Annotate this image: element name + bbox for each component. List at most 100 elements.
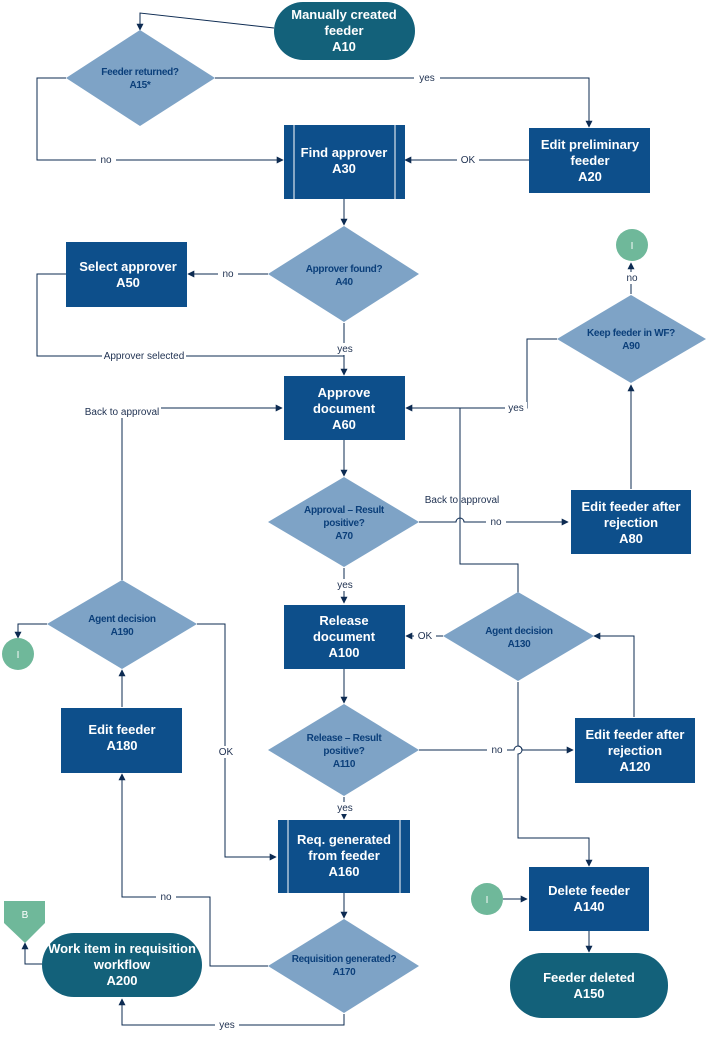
node-a200[interactable]: Work item in requisition workflow A200 — [42, 933, 202, 997]
svg-text:A110: A110 — [333, 759, 356, 770]
nodes: Manually created feeder A10 Feeder retur… — [2, 2, 706, 1018]
svg-text:workflow: workflow — [93, 957, 151, 972]
svg-text:Edit feeder after: Edit feeder after — [582, 499, 681, 514]
svg-text:I: I — [631, 241, 634, 252]
svg-text:B: B — [22, 910, 29, 921]
node-a20[interactable]: Edit preliminary feeder A20 — [529, 128, 650, 193]
svg-text:A160: A160 — [328, 864, 359, 879]
svg-text:A90: A90 — [622, 341, 640, 352]
edge-a120-a130 — [593, 632, 635, 717]
node-a80[interactable]: Edit feeder after rejection A80 — [571, 490, 691, 554]
svg-text:Delete feeder: Delete feeder — [548, 883, 630, 898]
svg-text:Req. generated: Req. generated — [297, 832, 391, 847]
node-a170[interactable]: Requisition generated? A170 — [268, 919, 419, 1013]
node-a100[interactable]: Release document A100 — [284, 605, 405, 669]
node-a70[interactable]: Approval – Result positive? A70 — [268, 477, 419, 567]
svg-text:A170: A170 — [333, 967, 356, 978]
label-back-to-approval-left: Back to approval — [85, 407, 160, 418]
edge-a170-no — [118, 773, 268, 967]
edge-a190-i — [14, 623, 47, 639]
svg-text:Approval – Result: Approval – Result — [304, 505, 385, 516]
node-a130[interactable]: Agent decision A130 — [443, 592, 594, 681]
svg-text:A80: A80 — [619, 531, 643, 546]
node-a40[interactable]: Approver found? A40 — [268, 226, 419, 322]
svg-text:feeder: feeder — [570, 153, 609, 168]
svg-text:A40: A40 — [335, 277, 353, 288]
edge-a50-selected — [36, 273, 344, 357]
edge-a10-a15 — [136, 12, 275, 31]
node-a15[interactable]: Feeder returned? A15* — [66, 30, 215, 126]
node-a110[interactable]: Release – Result positive? A110 — [268, 704, 419, 796]
svg-text:Find approver: Find approver — [301, 145, 388, 160]
svg-text:Select approver: Select approver — [79, 259, 177, 274]
label-a110-no: no — [491, 745, 503, 756]
node-a160[interactable]: Req. generated from feeder A160 — [278, 820, 410, 893]
svg-text:A200: A200 — [106, 973, 137, 988]
offpage-connector-b[interactable]: B — [4, 901, 45, 943]
label-a170-yes: yes — [219, 1020, 235, 1031]
svg-text:Release: Release — [319, 613, 368, 628]
edge-a15-yes — [215, 77, 593, 128]
svg-text:Agent decision: Agent decision — [88, 614, 156, 625]
label-a130-ok: OK — [418, 631, 433, 642]
connector-i-top[interactable]: I — [616, 229, 648, 261]
connector-i-bottom[interactable]: I — [471, 883, 503, 915]
svg-text:A10: A10 — [332, 39, 356, 54]
label-a40-yes: yes — [337, 344, 353, 355]
node-a150[interactable]: Feeder deleted A150 — [510, 953, 668, 1018]
node-a120[interactable]: Edit feeder after rejection A120 — [575, 718, 695, 783]
svg-text:A180: A180 — [106, 738, 137, 753]
label-a20-ok: OK — [461, 155, 476, 166]
svg-text:A30: A30 — [332, 161, 356, 176]
connector-i-left[interactable]: I — [2, 638, 34, 670]
svg-text:rejection: rejection — [604, 515, 658, 530]
svg-text:A15*: A15* — [129, 80, 150, 91]
svg-text:from feeder: from feeder — [308, 848, 380, 863]
svg-text:Requisition generated?: Requisition generated? — [292, 954, 397, 965]
svg-text:A190: A190 — [111, 627, 134, 638]
svg-text:Work item in requisition: Work item in requisition — [48, 941, 196, 956]
edge-a110-no — [419, 745, 574, 754]
edge-a190-back — [121, 404, 283, 580]
edges — [14, 12, 635, 1026]
label-a190-ok: OK — [219, 747, 234, 758]
svg-text:A100: A100 — [328, 645, 359, 660]
svg-text:A130: A130 — [508, 639, 531, 650]
svg-text:Feeder returned?: Feeder returned? — [101, 67, 179, 78]
svg-text:Edit feeder after: Edit feeder after — [586, 727, 685, 742]
node-a60[interactable]: Approve document A60 — [284, 376, 405, 440]
svg-text:Feeder deleted: Feeder deleted — [543, 970, 635, 985]
svg-text:Agent decision: Agent decision — [485, 626, 553, 637]
edge-labels: yes no OK no yes Approver selected Back … — [83, 72, 640, 1031]
edge-a200-b — [21, 942, 42, 965]
svg-text:document: document — [313, 629, 376, 644]
svg-text:Approve: Approve — [318, 385, 371, 400]
svg-text:A20: A20 — [578, 169, 602, 184]
svg-text:A120: A120 — [619, 759, 650, 774]
svg-text:A140: A140 — [573, 899, 604, 914]
node-a90[interactable]: Keep feeder in WF? A90 — [557, 295, 706, 383]
svg-text:document: document — [313, 401, 376, 416]
node-a50[interactable]: Select approver A50 — [66, 242, 187, 307]
svg-text:I: I — [486, 895, 489, 906]
svg-text:positive?: positive? — [323, 518, 364, 529]
label-back-to-approval-right: Back to approval — [425, 495, 500, 506]
svg-text:Approver found?: Approver found? — [306, 264, 383, 275]
svg-text:feeder: feeder — [324, 23, 363, 38]
node-a190[interactable]: Agent decision A190 — [47, 580, 197, 669]
node-a140[interactable]: Delete feeder A140 — [529, 867, 649, 931]
node-a180[interactable]: Edit feeder A180 — [61, 708, 182, 773]
svg-text:Manually created: Manually created — [291, 7, 397, 22]
node-a30[interactable]: Find approver A30 — [284, 125, 405, 199]
svg-text:positive?: positive? — [323, 746, 364, 757]
label-a15-yes: yes — [419, 73, 435, 84]
label-a70-no: no — [490, 517, 502, 528]
label-a90-yes: yes — [508, 403, 524, 414]
label-a110-yes: yes — [337, 803, 353, 814]
svg-text:Keep feeder in WF?: Keep feeder in WF? — [587, 328, 675, 339]
node-a10[interactable]: Manually created feeder A10 — [274, 2, 415, 60]
svg-text:Edit preliminary: Edit preliminary — [541, 137, 640, 152]
label-a15-no: no — [100, 155, 112, 166]
svg-text:Release – Result: Release – Result — [307, 733, 383, 744]
